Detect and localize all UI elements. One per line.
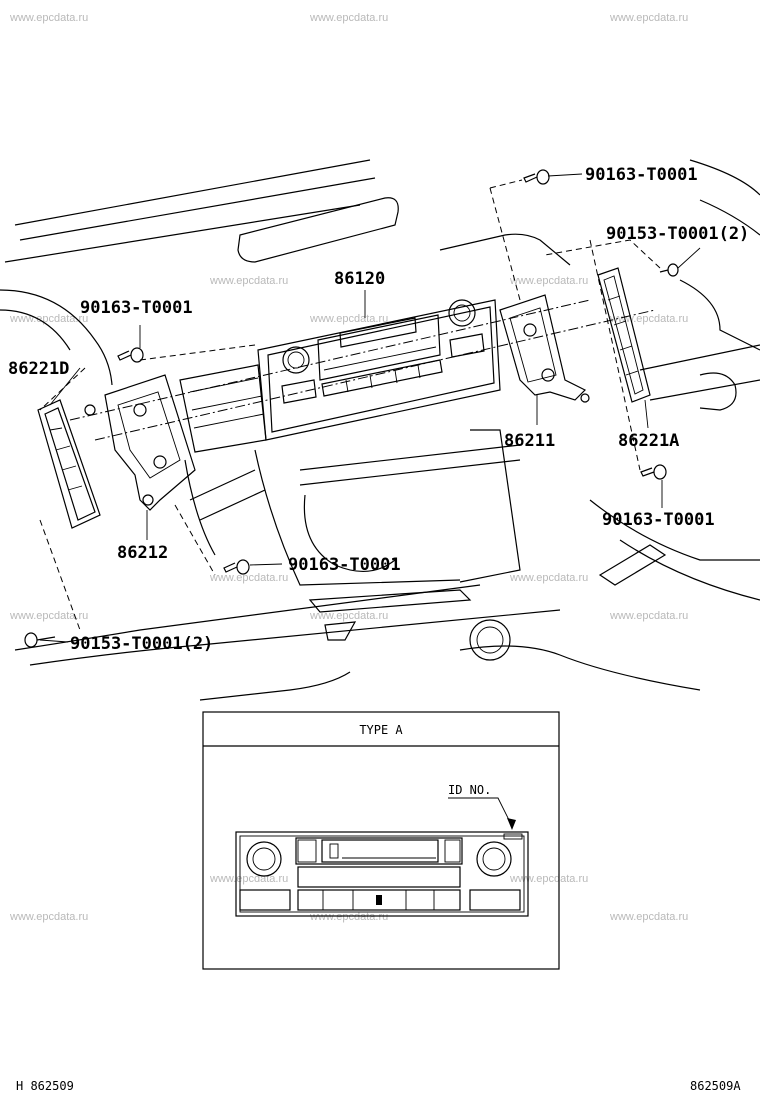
bracket-86211 xyxy=(499,294,590,403)
part-label-bolt-right: 90153-T0001(2) xyxy=(606,224,749,244)
part-label-86221A: 86221A xyxy=(618,431,679,451)
leader-lines xyxy=(39,173,701,643)
radio-head-unit xyxy=(179,299,501,453)
part-label-screw-top-right: 90163-T0001 xyxy=(585,165,698,185)
inset-title: TYPE A xyxy=(359,723,403,737)
watermark-layer: www.epcdata.ru www.epcdata.ru www.epcdat… xyxy=(9,12,688,923)
assembly-lines xyxy=(39,179,661,631)
bolt-icon xyxy=(24,632,56,648)
screw-icon xyxy=(523,169,550,185)
screw-icon xyxy=(117,347,144,363)
part-labels: 90163-T0001 90153-T0001(2) 86120 90163-T… xyxy=(8,165,749,654)
footer-right-code: 862509A xyxy=(690,1079,741,1093)
footer-left-code: H 862509 xyxy=(16,1079,74,1093)
screw-icon xyxy=(640,464,667,480)
watermark: www.epcdata.ru xyxy=(609,313,688,325)
watermark: www.epcdata.ru xyxy=(609,12,688,24)
bolt-icon xyxy=(659,263,679,277)
bracket-86221A xyxy=(597,267,651,403)
screw-icon xyxy=(223,559,250,575)
part-label-screw-right-lower: 90163-T0001 xyxy=(602,510,715,530)
part-label-screw-center-lower: 90163-T0001 xyxy=(288,555,401,575)
part-label-86212: 86212 xyxy=(117,543,168,563)
watermark: www.epcdata.ru xyxy=(209,275,288,287)
watermark: www.epcdata.ru xyxy=(9,12,88,24)
watermark: www.epcdata.ru xyxy=(509,275,588,287)
arrow-icon xyxy=(507,818,516,830)
bracket-86221D xyxy=(37,399,101,529)
inset-frame xyxy=(202,711,560,970)
inset-type-a: TYPE A ID NO. xyxy=(202,711,560,970)
watermark: www.epcdata.ru xyxy=(309,313,388,325)
watermark: www.epcdata.ru xyxy=(509,873,588,885)
watermark: www.epcdata.ru xyxy=(309,12,388,24)
watermark: www.epcdata.ru xyxy=(309,911,388,923)
part-label-bolt-left-lower: 90153-T0001(2) xyxy=(70,634,213,654)
watermark: www.epcdata.ru xyxy=(9,313,88,325)
fasteners xyxy=(24,169,679,648)
watermark: www.epcdata.ru xyxy=(509,572,588,584)
part-label-screw-left: 90163-T0001 xyxy=(80,298,193,318)
watermark: www.epcdata.ru xyxy=(209,873,288,885)
watermark: www.epcdata.ru xyxy=(609,911,688,923)
id-no-label: ID NO. xyxy=(448,783,491,797)
watermark: www.epcdata.ru xyxy=(9,610,88,622)
watermark: www.epcdata.ru xyxy=(609,610,688,622)
bracket-86212 xyxy=(84,374,196,511)
part-label-86221D: 86221D xyxy=(8,359,69,379)
dashboard-outline xyxy=(0,159,760,701)
watermark: www.epcdata.ru xyxy=(9,911,88,923)
watermark: www.epcdata.ru xyxy=(309,610,388,622)
part-label-86211: 86211 xyxy=(504,431,555,451)
radio-faceplate xyxy=(235,831,529,917)
watermark: www.epcdata.ru xyxy=(209,572,288,584)
part-label-86120: 86120 xyxy=(334,269,385,289)
